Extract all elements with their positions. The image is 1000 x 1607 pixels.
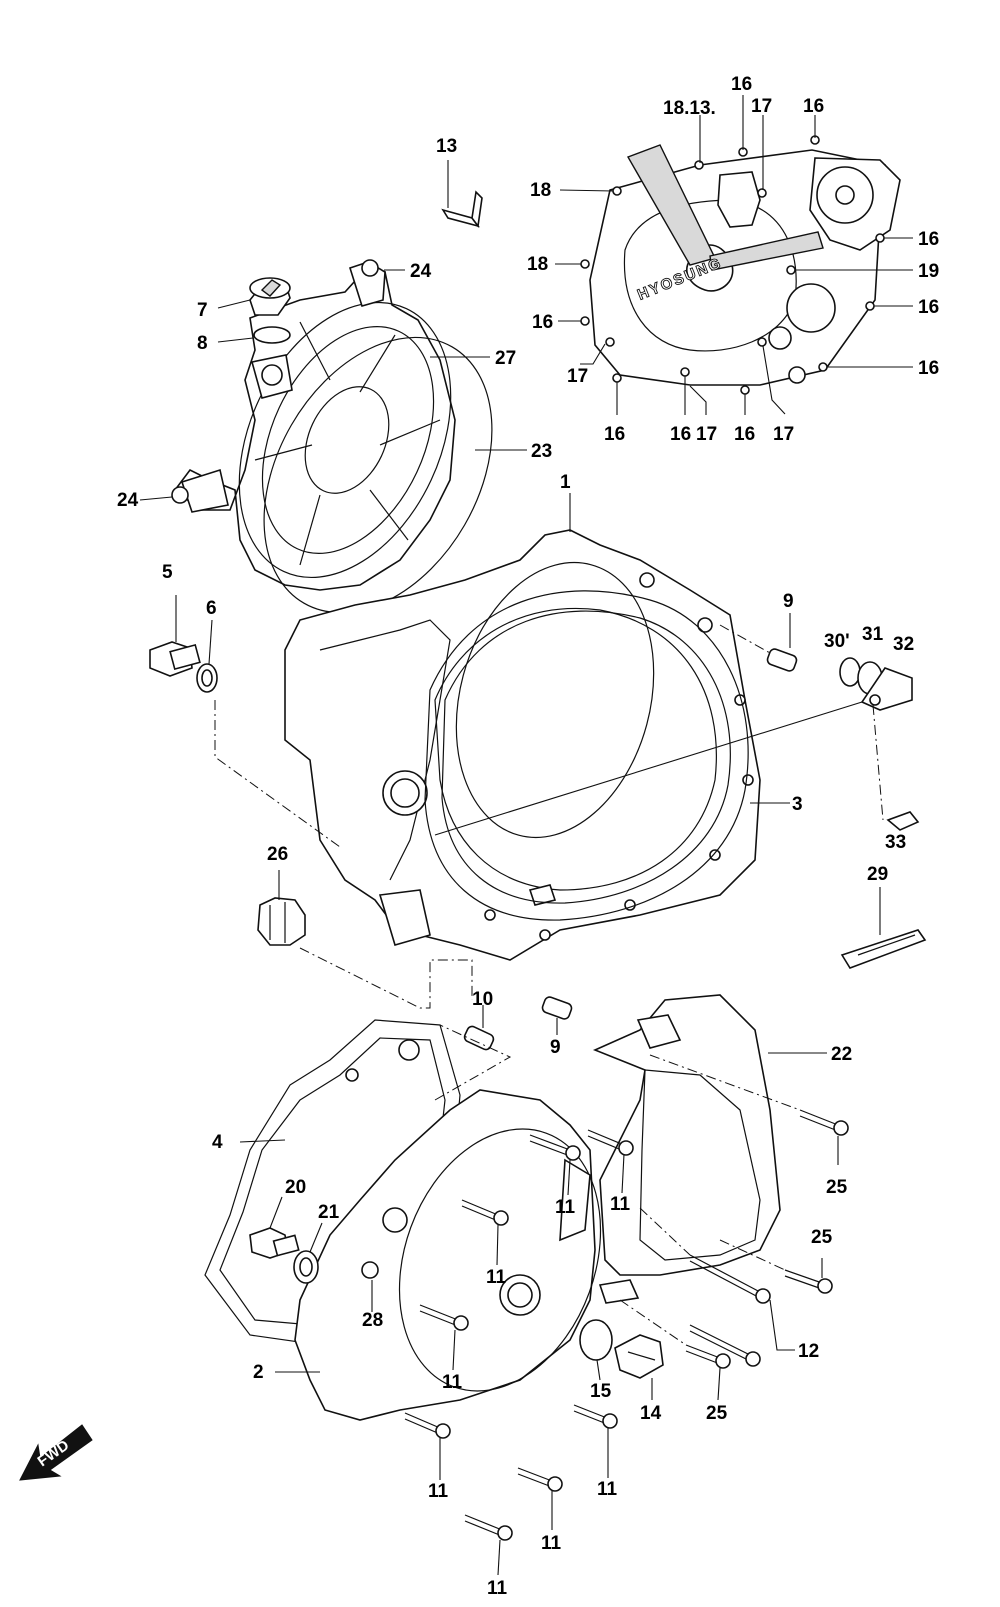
bolts (404, 1109, 849, 1541)
callout-16: 16 (731, 74, 752, 95)
oil-pump-gear (257, 870, 306, 946)
callout-25: 25 (826, 1177, 848, 1198)
bolt (587, 1129, 634, 1156)
callout-16: 16 (734, 424, 755, 445)
callout-27: 27 (495, 348, 516, 369)
callout-17: 17 (696, 424, 717, 445)
bolt (685, 1344, 731, 1369)
callout-24: 24 (117, 490, 139, 511)
plug-20 (249, 1196, 300, 1259)
retaining-strap (840, 887, 927, 969)
callout-11: 11 (555, 1197, 576, 1218)
generator-cover-leaders (139, 269, 527, 501)
bolt-leaders (371, 1054, 839, 1576)
callout-16: 16 (532, 312, 553, 333)
callout-26: 26 (267, 844, 288, 865)
bolt (419, 1304, 469, 1331)
callout-1: 1 (560, 472, 571, 493)
dowel-pin-10 (434, 1005, 512, 1101)
callout-11: 11 (487, 1578, 508, 1599)
callout-15: 15 (590, 1381, 612, 1402)
callout-9-upper: 9 (783, 591, 794, 612)
clutch-cover: HYOSUNG (580, 135, 901, 395)
callout-18: 18 (530, 180, 551, 201)
callout-30: 30' (824, 631, 850, 652)
callout-11: 11 (541, 1533, 562, 1554)
crankcase-gasket (424, 590, 749, 921)
callout-17: 17 (751, 96, 772, 117)
drain-plug (149, 595, 201, 677)
bolt (529, 1134, 581, 1161)
bolt (461, 1199, 509, 1226)
o-ring-15 (579, 1319, 613, 1381)
callout-11: 11 (428, 1481, 449, 1502)
crankcase-leaders (569, 493, 790, 804)
washer-21 (293, 1222, 323, 1284)
callout-32: 32 (893, 634, 914, 655)
callout-16: 16 (604, 424, 625, 445)
side-cover (592, 994, 827, 1276)
callout-19: 19 (918, 261, 939, 282)
dowel-pin-lower (541, 996, 573, 1035)
crankcase (284, 529, 761, 961)
callout-4: 4 (212, 1132, 223, 1153)
callout-17: 17 (567, 366, 588, 387)
callout-31: 31 (862, 624, 884, 645)
callout-18: 18 (527, 254, 548, 275)
bolt (689, 1254, 771, 1304)
oil-filler-cap (249, 277, 291, 344)
generator-cover (171, 259, 456, 591)
callout-16: 16 (918, 297, 939, 318)
dowel-pin-upper (766, 613, 798, 672)
callout-9-lower: 9 (550, 1037, 561, 1058)
callout-22: 22 (831, 1044, 852, 1065)
sensor-hardware (434, 657, 920, 836)
callout-labels: 1 2 3 4 5 6 7 8 9 9 10 11 11 11 11 11 11… (117, 74, 939, 1599)
callout-33: 33 (885, 832, 906, 853)
bolt (689, 1324, 761, 1367)
callout-16: 16 (918, 358, 939, 379)
callout-8: 8 (197, 333, 208, 354)
callout-23: 23 (531, 441, 552, 462)
crankcase-cover (275, 1089, 640, 1421)
bolt (464, 1514, 513, 1541)
drain-washer (196, 619, 218, 693)
callout-20: 20 (285, 1177, 306, 1198)
callout-29: 29 (867, 864, 888, 885)
callout-25: 25 (811, 1227, 833, 1248)
callout-21: 21 (318, 1202, 340, 1223)
callout-7: 7 (197, 300, 208, 321)
callout-13: 13 (436, 136, 457, 157)
callout-10: 10 (472, 989, 493, 1010)
callout-12: 12 (798, 1341, 819, 1362)
callout-3: 3 (792, 794, 803, 815)
bolt (404, 1412, 451, 1439)
bolt (799, 1109, 849, 1136)
callout-11: 11 (610, 1194, 631, 1215)
callout-2: 2 (253, 1362, 264, 1383)
bracket (441, 160, 483, 229)
callout-16: 16 (803, 96, 824, 117)
bolt (517, 1467, 563, 1492)
callout-17: 17 (773, 424, 794, 445)
callout-25: 25 (706, 1403, 728, 1424)
callout-11: 11 (486, 1267, 507, 1288)
callout-16: 16 (670, 424, 691, 445)
bolt (784, 1269, 833, 1294)
callout-5: 5 (162, 562, 173, 583)
bolt (573, 1404, 618, 1429)
plug-14 (614, 1334, 664, 1400)
callout-24: 24 (410, 261, 432, 282)
callout-28: 28 (362, 1310, 383, 1331)
callout-18-13: 18.13. (663, 98, 716, 119)
callout-11: 11 (597, 1479, 618, 1500)
callout-11: 11 (442, 1372, 463, 1393)
callout-6: 6 (206, 598, 217, 619)
clutch-cover-leaders (555, 95, 913, 415)
callout-14: 14 (640, 1403, 662, 1424)
o-ring-27 (263, 336, 493, 614)
fwd-arrow-icon: FWD (19, 1424, 93, 1481)
callout-16: 16 (918, 229, 939, 250)
